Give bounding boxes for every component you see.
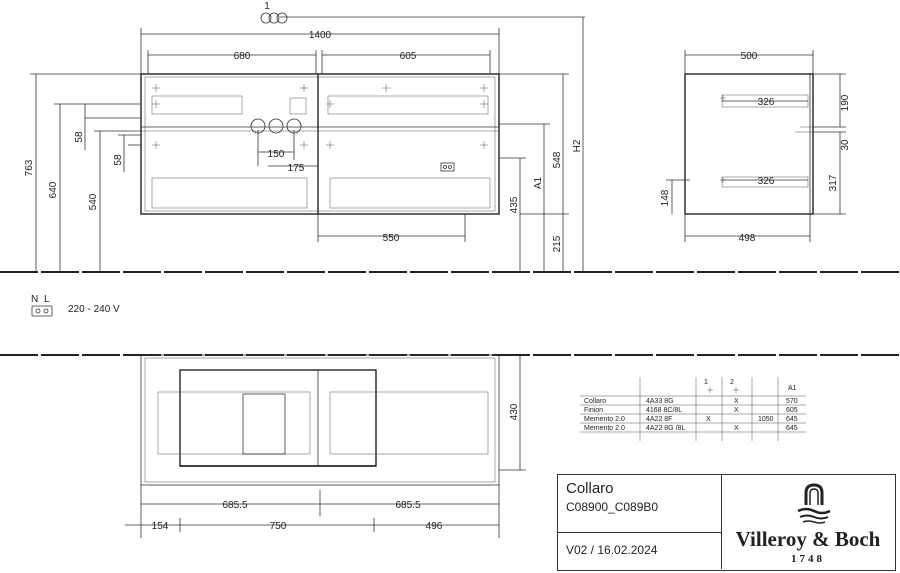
dim-496: 496 bbox=[426, 521, 443, 532]
dim-435: 435 bbox=[509, 196, 520, 213]
power-symbol: N L 220 - 240 V bbox=[31, 294, 120, 317]
dim-548: 548 bbox=[552, 151, 563, 168]
side-view-dimensions: 500 326 326 498 190 30 317 148 bbox=[660, 50, 851, 244]
compat-table: 1 2 A1 Collaro 4A33 8G X 570 Finion 4168… bbox=[580, 377, 806, 441]
product-codes: C08900_C089B0 bbox=[566, 500, 659, 514]
label-a1: A1 bbox=[533, 176, 544, 189]
svg-text:L: L bbox=[44, 294, 50, 305]
dim-750: 750 bbox=[270, 521, 287, 532]
svg-text:X: X bbox=[734, 425, 739, 432]
dim-175: 175 bbox=[288, 163, 305, 174]
title-block bbox=[557, 474, 896, 571]
svg-text:X: X bbox=[734, 407, 739, 414]
svg-text:Memento 2.0: Memento 2.0 bbox=[584, 416, 625, 423]
dim-500: 500 bbox=[741, 51, 758, 62]
dim-498: 498 bbox=[739, 233, 756, 244]
right-height-dimensions: 435 A1 548 215 H2 bbox=[499, 17, 584, 272]
tap-dimensions: 150 175 bbox=[257, 130, 318, 174]
dim-640: 640 bbox=[48, 181, 59, 198]
dim-190: 190 bbox=[840, 94, 851, 111]
svg-text:1050: 1050 bbox=[758, 416, 774, 423]
dim-430: 430 bbox=[509, 403, 520, 420]
svg-text:X: X bbox=[734, 398, 739, 405]
svg-text:1: 1 bbox=[704, 379, 708, 386]
svg-text:Collaro: Collaro bbox=[584, 398, 606, 405]
dim-605: 605 bbox=[400, 51, 417, 62]
title-block-divider-v bbox=[721, 474, 722, 569]
dim-58-upper: 58 bbox=[74, 131, 85, 143]
svg-text:X: X bbox=[706, 416, 711, 423]
top-view-cabinet bbox=[140, 354, 500, 486]
dim-30: 30 bbox=[840, 139, 851, 151]
brand-logo-icon bbox=[797, 483, 831, 524]
dim-1400: 1400 bbox=[309, 30, 332, 41]
svg-text:4A22 8F: 4A22 8F bbox=[646, 416, 672, 423]
svg-text:N: N bbox=[31, 294, 38, 305]
dim-317: 317 bbox=[828, 174, 839, 191]
callout-one: 1 bbox=[260, 1, 288, 24]
svg-text:Finion: Finion bbox=[584, 407, 603, 414]
svg-text:570: 570 bbox=[786, 398, 798, 405]
dim-680: 680 bbox=[234, 51, 251, 62]
voltage-label: 220 - 240 V bbox=[68, 304, 120, 315]
svg-text:2: 2 bbox=[730, 379, 734, 386]
dim-215: 215 bbox=[552, 235, 563, 252]
left-height-dimensions: 763 640 540 58 58 bbox=[24, 73, 141, 272]
version-date: V02 / 16.02.2024 bbox=[566, 543, 658, 557]
top-view-dimensions: 430 685.5 685.5 154 750 496 bbox=[125, 355, 526, 538]
dim-685-left: 685.5 bbox=[222, 500, 247, 511]
svg-text:1: 1 bbox=[264, 1, 270, 12]
side-view-cabinet bbox=[684, 73, 814, 215]
svg-text:605: 605 bbox=[786, 407, 798, 414]
svg-text:645: 645 bbox=[786, 416, 798, 423]
product-name: Collaro bbox=[566, 480, 614, 497]
brand-name: Villeroy & Boch bbox=[735, 527, 881, 551]
dim-326-lower: 326 bbox=[758, 176, 775, 187]
dim-763: 763 bbox=[24, 159, 35, 176]
svg-text:645: 645 bbox=[786, 425, 798, 432]
front-width-dimensions: 1400 680 605 bbox=[140, 16, 585, 74]
brand-year: 1748 bbox=[791, 553, 825, 565]
svg-text:4A33 8G: 4A33 8G bbox=[646, 398, 674, 405]
dim-154: 154 bbox=[152, 521, 169, 532]
drawer-dimension: 550 bbox=[317, 214, 466, 244]
dim-148: 148 bbox=[660, 189, 671, 206]
dim-150: 150 bbox=[268, 149, 285, 160]
dim-326-upper: 326 bbox=[758, 97, 775, 108]
svg-text:4168 8C/8L: 4168 8C/8L bbox=[646, 407, 682, 414]
svg-text:Memento 2.0: Memento 2.0 bbox=[584, 425, 625, 432]
title-block-divider-h bbox=[557, 532, 721, 533]
front-view-cabinet bbox=[140, 73, 500, 215]
label-h2: H2 bbox=[572, 139, 583, 152]
dim-685-right: 685.5 bbox=[395, 500, 420, 511]
svg-text:A1: A1 bbox=[788, 385, 797, 392]
svg-text:4A22 8G /8L: 4A22 8G /8L bbox=[646, 425, 685, 432]
dim-58-lower: 58 bbox=[113, 154, 124, 166]
dim-550: 550 bbox=[383, 233, 400, 244]
dim-540: 540 bbox=[88, 193, 99, 210]
